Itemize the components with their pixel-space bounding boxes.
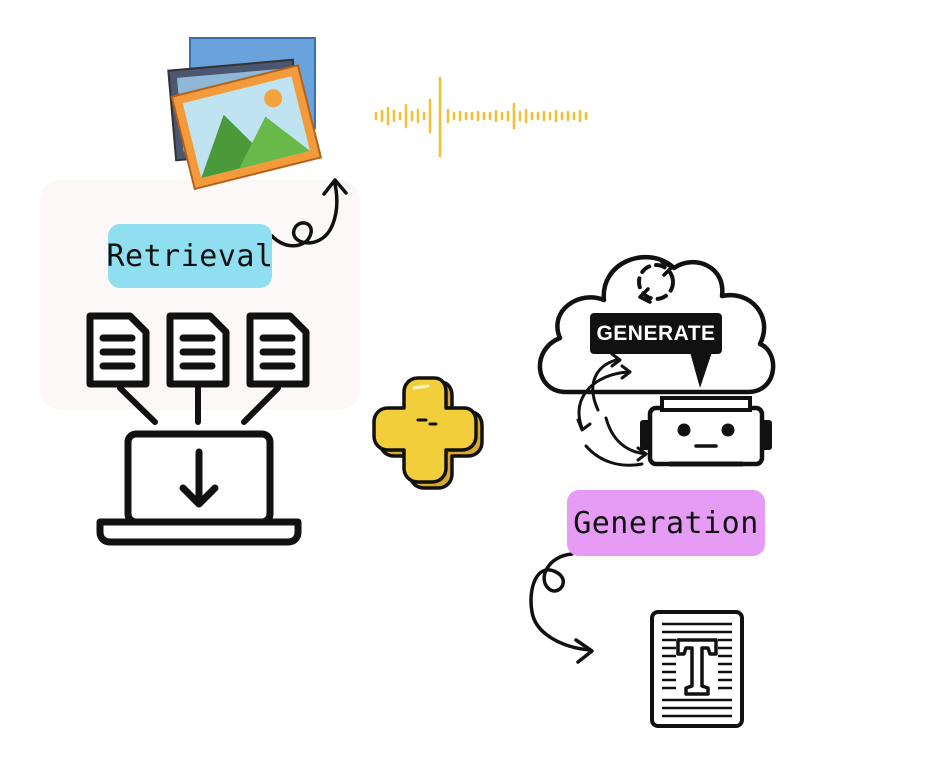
document-icon [86, 312, 150, 388]
plus-icon [372, 376, 484, 490]
retrieval-arrow [270, 178, 348, 248]
sync-arrows [576, 352, 648, 467]
laptop-download-icon [96, 430, 302, 546]
generation-label: Generation [567, 490, 765, 556]
document-connectors [117, 385, 281, 425]
generate-badge: GENERATE [590, 313, 722, 354]
document-icon [246, 312, 310, 388]
text-document-icon [650, 610, 744, 728]
robot-icon [640, 396, 772, 467]
generate-badge-tail [690, 352, 712, 388]
document-icon [166, 312, 230, 388]
image-stack-icon [167, 37, 323, 191]
audio-waveform-icon [374, 76, 588, 158]
generation-arrow [529, 552, 594, 664]
retrieval-label: Retrieval [106, 224, 273, 288]
